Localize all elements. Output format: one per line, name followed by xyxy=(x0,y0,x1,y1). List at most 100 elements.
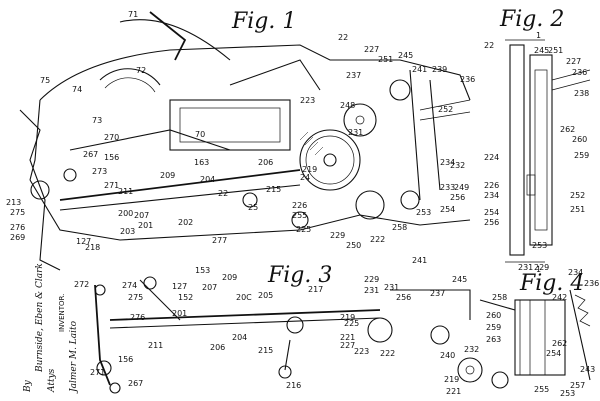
fig1-label: 267 xyxy=(83,150,98,159)
fig1-label: 203 xyxy=(120,227,135,236)
fig3-hub-271 xyxy=(96,360,112,376)
fig2-reference-labels: 22 245 251 227 236 238 262 260 259 224 2… xyxy=(484,41,589,250)
fig1-label: 251 xyxy=(378,55,393,64)
fig4-label: 255 xyxy=(534,385,549,394)
fig1-gear-231 xyxy=(343,103,377,137)
fig1-label: 22 xyxy=(218,189,228,198)
fig4-link-231 xyxy=(479,299,516,311)
fig1-panel-inner xyxy=(179,107,281,143)
fig1-pivot-269 xyxy=(30,180,50,200)
fig2-label: 224 xyxy=(484,153,499,162)
fig3-title: Fig. 3 xyxy=(267,263,332,288)
fig4-gear-219 xyxy=(491,371,509,389)
fig2-section-marker-top: 1 xyxy=(536,31,541,40)
fig3-label: 267 xyxy=(128,379,143,388)
fig4-housing-lines xyxy=(519,300,546,375)
fig1-cam-254 xyxy=(400,190,420,210)
fig1-label: 218 xyxy=(85,243,100,252)
fig1-label: 232 xyxy=(450,161,465,170)
fig1-arm-curve xyxy=(119,19,231,61)
fig4-label: 236 xyxy=(584,279,599,288)
fig3-label: 216 xyxy=(286,381,301,390)
fig1-label: 234 xyxy=(440,158,455,167)
fig2-frame-plate xyxy=(509,44,525,256)
fig1-label: 226 xyxy=(292,201,307,210)
fig3-label: 240 xyxy=(440,351,455,360)
inventor-label: INVENTOR. xyxy=(58,294,66,332)
fig3-label: 211 xyxy=(148,341,163,350)
fig2-label: 253 xyxy=(532,241,547,250)
fig3-label: 231 xyxy=(364,286,379,295)
fig3-lever-271 xyxy=(94,284,111,386)
fig2-label: 245 xyxy=(534,46,549,55)
fig4-label: 242 xyxy=(552,293,567,302)
fig3-label: 152 xyxy=(178,293,193,302)
fig4-label: 259 xyxy=(486,323,501,332)
fig2-column xyxy=(529,54,553,246)
fig1-arm-71 xyxy=(149,11,187,61)
fig1-link-bar-lower xyxy=(59,184,301,211)
fig3-rail-241 xyxy=(390,289,471,320)
fig3-foot-216 xyxy=(278,365,292,379)
fig1-roller-225 xyxy=(291,211,309,229)
fig1-label: 201 xyxy=(138,221,153,230)
inventor-name: Jalmer M. Laito xyxy=(69,320,79,394)
fig4-label: 221 xyxy=(446,387,461,396)
fig3-label: 20C xyxy=(236,293,252,302)
fig1-label: 248 xyxy=(340,101,355,110)
fig1-label: 73 xyxy=(92,116,102,125)
fig2-label: 238 xyxy=(574,89,589,98)
fig3-label: 219 xyxy=(340,313,355,322)
fig1-label: 252 xyxy=(438,105,453,114)
fig1-label: 219 xyxy=(302,165,317,174)
fig2-springs xyxy=(551,69,591,91)
fig4-label: 232 xyxy=(464,345,479,354)
fig3-link-bar xyxy=(109,309,381,321)
fig1-label: 241 xyxy=(412,65,427,74)
fig4-label: 253 xyxy=(560,389,575,398)
fig1-label: 206 xyxy=(258,158,273,167)
fig3-label: 153 xyxy=(195,266,210,275)
fig1-label: 275 xyxy=(10,208,25,217)
fig3-label: 256 xyxy=(396,293,411,302)
fig1-label: 255 xyxy=(292,211,307,220)
fig4-label: 231 xyxy=(518,263,533,272)
fig3-label: 245 xyxy=(452,275,467,284)
fig1-label: 276 xyxy=(10,223,25,232)
fig3-label: 206 xyxy=(210,343,225,352)
fig3-label: 274 xyxy=(122,281,137,290)
fig1-label: 213 xyxy=(6,198,21,207)
fig1-label: 74 xyxy=(72,85,82,94)
fig1-brace xyxy=(229,59,321,91)
fig1-label: 245 xyxy=(398,51,413,60)
fig1-sector-72 xyxy=(99,68,161,86)
fig1-label: 271 xyxy=(104,181,119,190)
fig2-label: 236 xyxy=(572,68,587,77)
fig1-label: 249 xyxy=(454,183,469,192)
fig2-label: 227 xyxy=(566,57,581,66)
fig3-label: 237 xyxy=(430,289,445,298)
figure-2: Fig. 2 1 1 22 245 251 227 236 238 262 26… xyxy=(484,7,591,274)
fig3-cam-222 xyxy=(367,317,393,343)
fig3-reference-labels: 153 127 209 207 20C 205 217 211 152 225 … xyxy=(74,256,467,390)
fig4-label: 234 xyxy=(568,268,583,277)
fig4-gear-221-hub xyxy=(465,365,475,375)
fig1-label: 277 xyxy=(212,236,227,245)
fig1-label: 25 xyxy=(248,203,258,212)
fig1-label: 211 xyxy=(118,187,133,196)
fig1-label: 256 xyxy=(450,193,465,202)
fig3-label: 227 xyxy=(340,341,355,350)
fig4-label: 262 xyxy=(552,339,567,348)
fig4-label: 229 xyxy=(534,263,549,272)
fig1-label: 231 xyxy=(348,128,363,137)
fig3-link-bar-lower xyxy=(109,317,381,329)
fig2-label: 251 xyxy=(570,205,585,214)
fig2-label: 262 xyxy=(560,125,575,134)
fig1-reference-labels: 71 72 73 74 75 70 22 227 245 251 237 241… xyxy=(6,10,475,252)
fig3-label: 222 xyxy=(380,349,395,358)
fig1-label: 236 xyxy=(460,75,475,84)
fig3-label: 272 xyxy=(74,280,89,289)
fig1-label: 270 xyxy=(104,133,119,142)
fig3-label: 209 xyxy=(222,273,237,282)
fig1-label: 200 xyxy=(118,209,133,218)
